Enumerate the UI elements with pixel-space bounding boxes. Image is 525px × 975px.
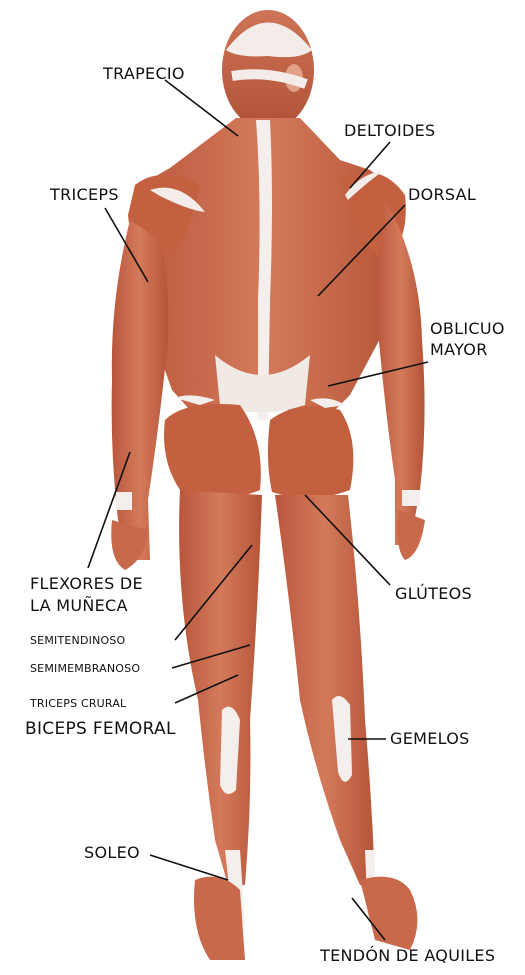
label-semitendinoso: SEMITENDINOSO bbox=[30, 634, 125, 647]
label-triceps: TRICEPS bbox=[50, 185, 119, 204]
label-flexores-line1: FLEXORES DE bbox=[30, 574, 143, 593]
left-arm bbox=[111, 220, 168, 570]
label-trapecio: TRAPECIO bbox=[103, 64, 185, 83]
label-semimembranoso: SEMIMEMBRANOSO bbox=[30, 662, 140, 675]
legs bbox=[179, 490, 417, 960]
head bbox=[222, 10, 314, 130]
label-triceps-crural: TRICEPS CRURAL bbox=[30, 697, 126, 710]
label-dorsal: DORSAL bbox=[408, 185, 476, 204]
label-gluteos: GLÚTEOS bbox=[395, 584, 472, 603]
label-flexores-line2: LA MUÑECA bbox=[30, 596, 128, 615]
label-oblicuo-line2: MAYOR bbox=[430, 340, 488, 359]
leader-soleo bbox=[150, 855, 228, 880]
right-arm bbox=[376, 200, 425, 560]
label-soleo: SOLEO bbox=[84, 843, 140, 862]
label-gemelos: GEMELOS bbox=[390, 729, 470, 748]
label-tendon-aquiles: TENDÓN DE AQUILES bbox=[320, 946, 495, 965]
label-oblicuo-line1: OBLICUO bbox=[430, 319, 505, 338]
torso bbox=[128, 118, 406, 420]
label-biceps-femoral: BICEPS FEMORAL bbox=[25, 720, 176, 739]
label-deltoides: DELTOIDES bbox=[344, 121, 436, 140]
